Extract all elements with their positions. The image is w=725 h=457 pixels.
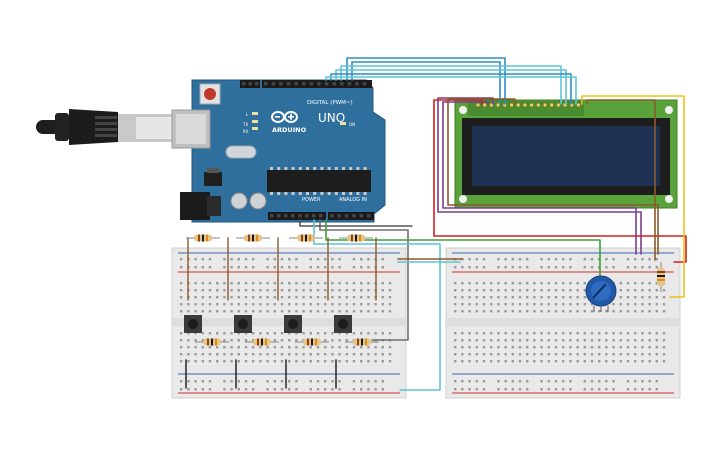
svg-text:RX: RX [243,129,249,134]
arduino-logo-icon [271,111,298,123]
wire-yellow [581,95,685,298]
resistor-icon[interactable] [345,338,379,346]
wire-purple [442,101,637,255]
lcd-pin[interactable] [482,102,487,108]
digital-pin-hole[interactable] [294,82,298,86]
power-pin-hole[interactable] [270,214,274,218]
wire-black [299,219,413,227]
digital-label: DIGITAL (PWM~) [307,100,353,106]
power-pin-hole[interactable] [319,214,323,218]
digital-pin-hole[interactable] [355,82,359,86]
digital-pin-hole[interactable] [317,82,321,86]
wire-green [325,219,601,284]
wire-brown [586,99,656,261]
model-label: UNO [318,111,345,125]
header-pin-hole[interactable] [255,82,259,86]
svg-text:ON: ON [349,122,355,127]
digital-pin-hole[interactable] [286,82,291,86]
wire-cyan [325,76,577,105]
voltage-regulator [204,172,222,186]
push-button-icon[interactable] [234,315,252,333]
arduino-board[interactable]: DIGITAL (PWM~) ARDUINO UNO TX RX L ON [171,79,386,223]
lcd-pin[interactable] [556,102,561,108]
svg-text:TX: TX [242,122,248,127]
lcd-pin[interactable] [515,102,521,108]
analog-pin-hole[interactable] [359,214,364,218]
potentiometer-icon[interactable] [585,275,617,312]
wire-cyan [335,69,567,105]
resistor-icon[interactable] [195,338,229,346]
power-pin-hole[interactable] [284,214,288,218]
digital-pin-hole[interactable] [347,82,352,86]
resistor-icon[interactable] [245,338,279,346]
wire-cyan [340,65,562,105]
digital-header [262,80,372,88]
lcd-pin[interactable] [542,102,548,108]
lcd-pin[interactable] [549,102,554,108]
crystal [225,145,257,159]
lcd-pin[interactable] [509,102,514,108]
button-group[interactable] [184,315,352,333]
digital-pin-hole[interactable] [302,82,306,86]
resistor-icon[interactable] [289,234,323,242]
lcd-display[interactable] [454,99,678,209]
push-button-icon[interactable] [334,315,352,333]
lcd-pin[interactable] [576,102,581,108]
digital-pin-hole[interactable] [264,82,268,86]
atmega-chip [267,170,371,192]
power-pin-hole[interactable] [298,214,302,218]
power-pin-hole[interactable] [291,214,295,218]
wire-blue [351,61,501,105]
wire-brown [447,98,659,255]
analog-pin-hole[interactable] [330,214,334,218]
analog-pin-hole[interactable] [352,214,356,218]
brand-label: ARDUINO [272,126,307,134]
status-leds: TX RX L ON [242,112,355,134]
digital-pin-hole[interactable] [340,82,344,86]
svg-text:L: L [246,112,249,117]
digital-pin-hole[interactable] [332,82,336,86]
power-pin-hole[interactable] [305,214,309,218]
header-pin-hole[interactable] [242,82,246,86]
lcd-pin[interactable] [475,102,481,108]
digital-pin-hole[interactable] [324,82,329,86]
resistor-icon[interactable] [236,234,270,242]
digital-pin-hole[interactable] [271,82,276,86]
analog-label: ANALOG IN [339,197,367,203]
power-pin-hole[interactable] [312,214,316,218]
breadboard-right[interactable] [445,247,681,399]
analog-pin-hole[interactable] [367,214,371,218]
usb-cable-icon[interactable] [36,109,174,145]
resistor-icon[interactable] [657,262,665,292]
reset-button[interactable] [199,83,221,105]
digital-pin-hole[interactable] [279,82,283,86]
lcd-pin[interactable] [529,102,534,108]
digital-pin-hole[interactable] [362,82,367,86]
analog-pin-hole[interactable] [337,214,341,218]
lcd-pin[interactable] [536,102,541,108]
lcd-pin[interactable] [495,102,501,108]
power-header [268,212,326,220]
push-button-icon[interactable] [284,315,302,333]
wire-red [433,99,687,263]
analog-pin-hole[interactable] [344,214,349,218]
header-pin-hole[interactable] [248,82,253,86]
push-button-icon[interactable] [184,315,202,333]
power-label: POWER [302,197,321,203]
wire-blue [346,57,506,105]
resistor-icon[interactable] [339,234,373,242]
digital-pin-hole[interactable] [309,82,314,86]
capacitor [230,192,248,210]
resistor-icon[interactable] [186,234,220,242]
resistor-group[interactable] [186,234,379,346]
analog-header [328,212,374,220]
capacitor [249,192,267,210]
power-pin-hole[interactable] [277,214,281,218]
resistor-icon[interactable] [295,338,329,346]
lcd-pin[interactable] [522,102,528,108]
lcd-screen [472,126,660,186]
